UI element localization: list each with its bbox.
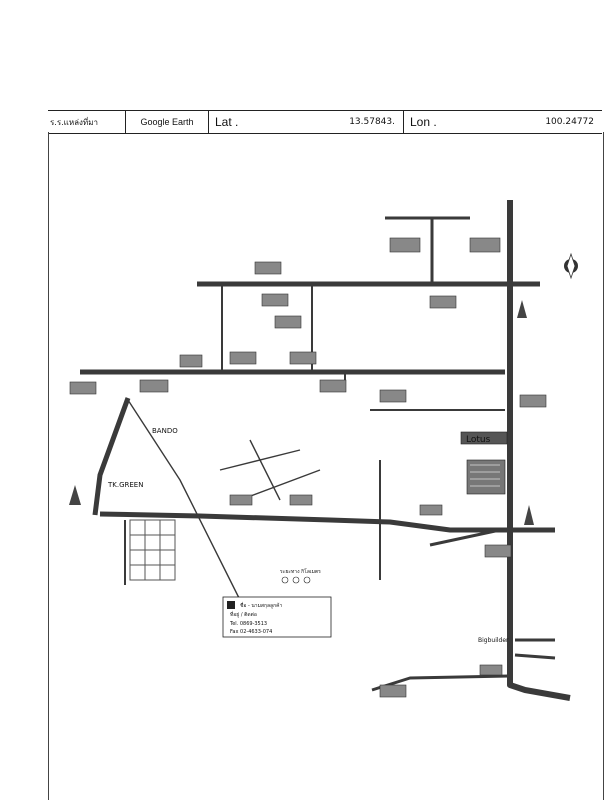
temple-icons [69, 300, 534, 525]
building-icon [289, 494, 313, 506]
building-icons [69, 237, 547, 698]
coordinates-header: ร.ร.แหล่งที่มา Google Earth Lat . 13.578… [48, 110, 602, 134]
info-line-4: Fax 02-4633-074 [230, 629, 272, 635]
building-icon [484, 544, 512, 558]
map-frame [48, 132, 604, 800]
building-icon [389, 237, 421, 253]
lon-label: Lon . [410, 115, 437, 129]
scale-label: ระยะทาง กิโลเมตร [280, 568, 321, 575]
interior-road-d [249, 439, 281, 501]
bando-label: BANDO [152, 427, 178, 435]
village-grid [129, 519, 176, 581]
longitude-cell: Lon . 100.24772 [404, 111, 602, 133]
scale-bar: ระยะทาง กิโลเมตร [280, 568, 321, 584]
info-line-3: Tel. 0869-3513 [229, 621, 267, 627]
building-icon [289, 351, 317, 365]
building-icon [469, 237, 501, 253]
temple-icon [524, 505, 534, 525]
building-icon [229, 351, 257, 365]
building-icon [379, 389, 407, 403]
building-icon [519, 394, 547, 408]
info-box: ชื่อ - นามสกุลลูกค้า ที่อยู่ / ติดต่อ Te… [222, 596, 332, 638]
lon-value: 100.24772 [545, 117, 594, 127]
info-line-1: ชื่อ - นามสกุลลูกค้า [240, 602, 282, 609]
road-west-diagonal [92, 397, 131, 516]
building-icon [479, 664, 503, 676]
compass [564, 252, 578, 280]
building-icon [179, 354, 203, 368]
interior-road-c [239, 469, 321, 501]
latitude-cell: Lat . 13.57843. [209, 111, 404, 133]
temple-icon [69, 485, 81, 505]
building-icon [229, 494, 253, 506]
building-icon [319, 379, 347, 393]
tkgreen-label: TK.GREEN [107, 481, 143, 489]
lotus-store: Lotus [460, 431, 508, 495]
building-icon [69, 381, 97, 395]
building-icon [379, 684, 407, 698]
road-network [80, 200, 571, 701]
road-lower [99, 511, 555, 533]
lotus-label: Lotus [466, 435, 491, 445]
lat-value: 13.57843. [349, 117, 395, 127]
building-icon [429, 295, 457, 309]
interior-road-a [127, 399, 271, 621]
source-label: Google Earth [126, 111, 209, 133]
highway-right [507, 200, 571, 701]
branch-right-2 [514, 653, 556, 660]
bigbuilder-label: Bigbuilder [478, 637, 509, 644]
lat-label: Lat . [215, 115, 239, 129]
location-name: ร.ร.แหล่งที่มา [48, 111, 126, 133]
temple-icon [517, 300, 527, 318]
building-icon [261, 293, 289, 307]
building-icon [254, 261, 282, 275]
building-icon [419, 504, 443, 516]
poi-labels: BANDO TK.GREEN Bigbuilder [107, 427, 509, 644]
building-icon [274, 315, 302, 329]
building-icon [139, 379, 169, 393]
branch-lower-right [429, 528, 501, 547]
info-line-2: ที่อยู่ / ติดต่อ [230, 611, 257, 618]
